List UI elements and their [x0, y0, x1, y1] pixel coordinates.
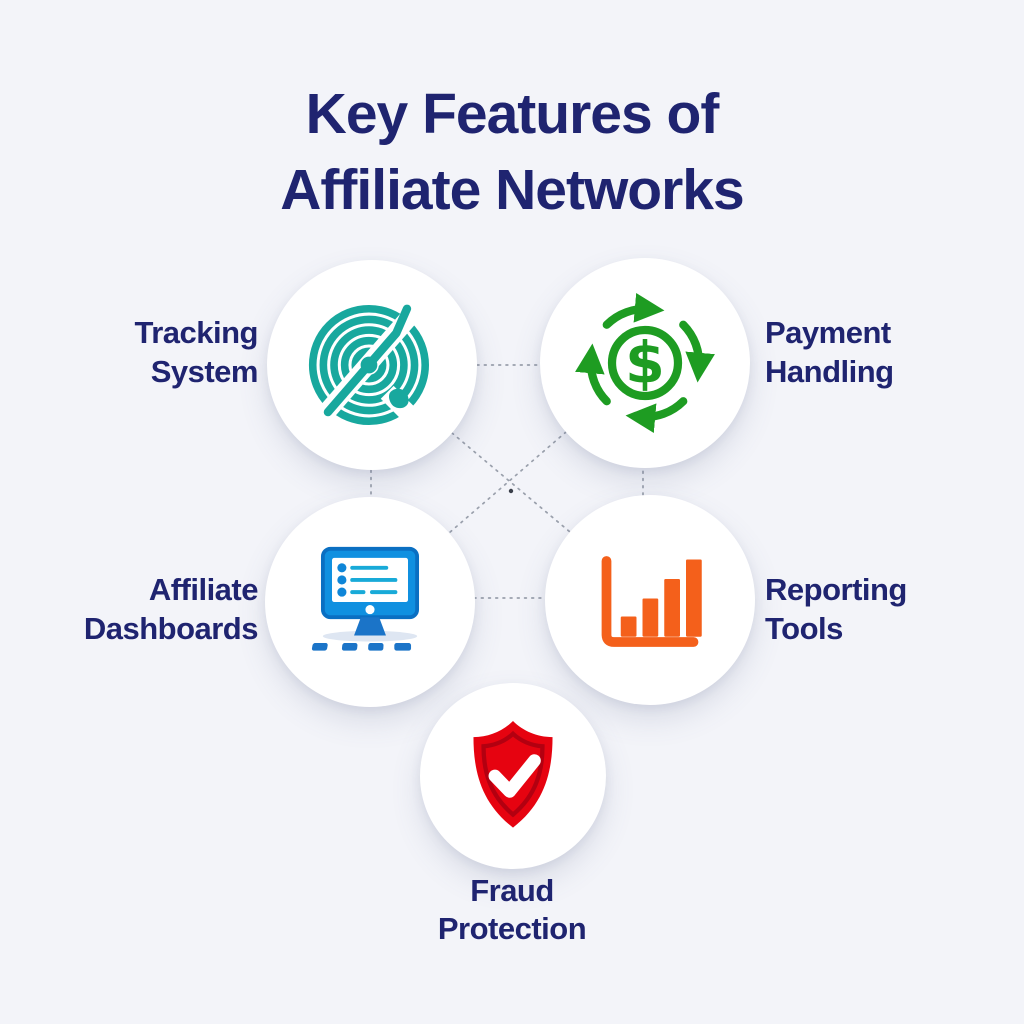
- dollar-cycle-icon: $: [575, 293, 715, 433]
- feature-label-tracking-system: Tracking System: [134, 315, 259, 389]
- feature-label-payment-handling: Payment Handling: [765, 315, 894, 389]
- page-title-line2: Affiliate Networks: [280, 158, 744, 222]
- feature-label-reporting-tools: Reporting Tools: [765, 572, 907, 646]
- shield-check-icon: [473, 721, 553, 828]
- connector-center-dot: [508, 488, 514, 494]
- page-title: Key Features of Affiliate Networks: [0, 76, 1024, 228]
- bar-chart-icon: [601, 556, 702, 647]
- connector-diagonal-tl-br: [451, 432, 571, 533]
- page-title-line1: Key Features of: [305, 82, 720, 146]
- feature-label-affiliate-dashboards: Affiliate Dashboards: [83, 572, 259, 646]
- radar-tracking-icon: [308, 298, 430, 429]
- feature-circle-reporting-tools: [545, 495, 755, 705]
- feature-circle-tracking-system: [267, 260, 477, 470]
- feature-circle-fraud-protection: [420, 683, 606, 869]
- dashboard-monitor-icon: [311, 546, 420, 651]
- feature-label-fraud-protection: Fraud Protection: [437, 873, 587, 946]
- feature-circle-affiliate-dashboards: [265, 497, 475, 707]
- connector-diagonal-tr-bl: [448, 431, 567, 534]
- dollar-symbol: $: [625, 331, 665, 397]
- feature-circle-payment-handling: $: [540, 258, 750, 468]
